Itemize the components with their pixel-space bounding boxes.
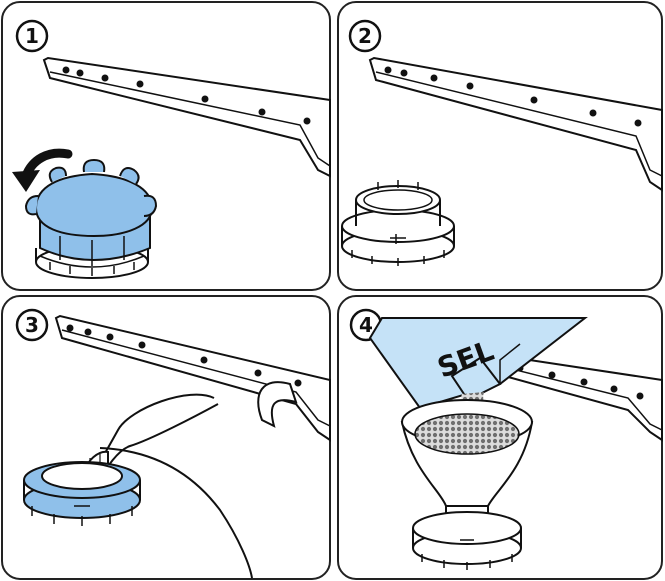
spray-arm-3 — [54, 314, 331, 442]
panel-1: 1 — [1, 1, 331, 291]
salt-cap — [24, 158, 158, 266]
rotate-arrow-icon — [12, 148, 73, 192]
spray-arm-2 — [368, 56, 663, 192]
panel-4-step-number: 4 — [359, 313, 373, 337]
spray-arm-1 — [42, 56, 331, 178]
panel-2-step-number: 2 — [358, 24, 372, 48]
panel-2-step-badge: 2 — [348, 19, 382, 53]
salt-reservoir-2 — [341, 180, 455, 266]
panel-3-step-badge: 3 — [15, 308, 49, 342]
panel-1-step-badge: 1 — [15, 19, 49, 53]
panel-1-step-number: 1 — [25, 24, 39, 48]
funnel — [400, 399, 534, 528]
panel-3: 3 — [1, 295, 331, 580]
panel-3-frame — [1, 295, 331, 580]
panel-4: 4 SEL — [337, 295, 663, 580]
salt-bag: SEL — [368, 317, 588, 410]
salt-reservoir-4 — [412, 511, 522, 570]
panel-3-step-number: 3 — [25, 313, 39, 337]
salt-reservoir-3 — [23, 461, 141, 526]
panel-2: 2 — [337, 1, 663, 291]
